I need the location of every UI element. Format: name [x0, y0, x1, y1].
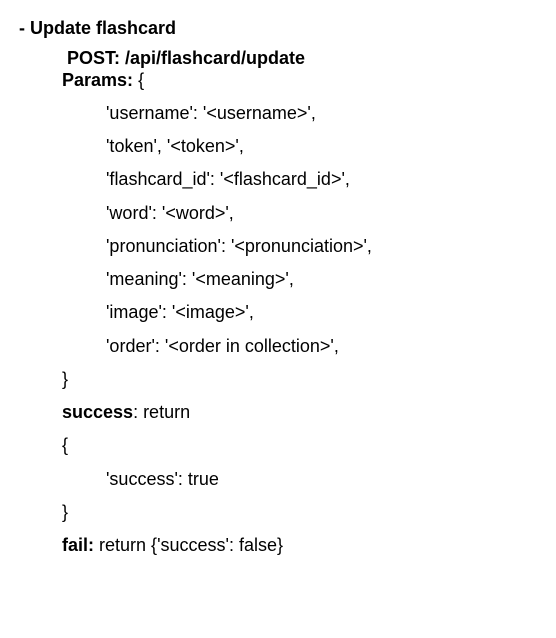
success-text: : return: [133, 402, 191, 422]
param-field: 'order': '<order in collection>',: [106, 336, 339, 356]
params-label: Params:: [62, 70, 134, 90]
success-line: success: return: [62, 402, 190, 424]
param-field: 'word': '<word>',: [106, 203, 234, 223]
success-open-brace: {: [62, 435, 69, 455]
fail-text: return {'success': false}: [99, 535, 283, 555]
param-field: 'username': '<username>',: [106, 103, 316, 123]
param-field: 'pronunciation': '<pronunciation>',: [106, 236, 372, 256]
params-close-brace: }: [62, 369, 69, 389]
param-field: 'flashcard_id': '<flashcard_id>',: [106, 169, 350, 189]
heading: - Update flashcard: [19, 18, 177, 38]
params-line: Params: {: [62, 70, 144, 92]
success-body: 'success': true: [106, 469, 219, 489]
fail-label: fail:: [62, 535, 95, 555]
success-label: success: [62, 402, 134, 422]
success-close-brace: }: [62, 502, 69, 522]
param-field: 'meaning': '<meaning>',: [106, 269, 294, 289]
params-open-brace: {: [138, 70, 145, 90]
fail-line: fail: return {'success': false}: [62, 535, 283, 557]
endpoint: POST: /api/flashcard/update: [67, 48, 306, 68]
param-field: 'image': '<image>',: [106, 302, 254, 322]
param-field: 'token', '<token>',: [106, 136, 244, 156]
